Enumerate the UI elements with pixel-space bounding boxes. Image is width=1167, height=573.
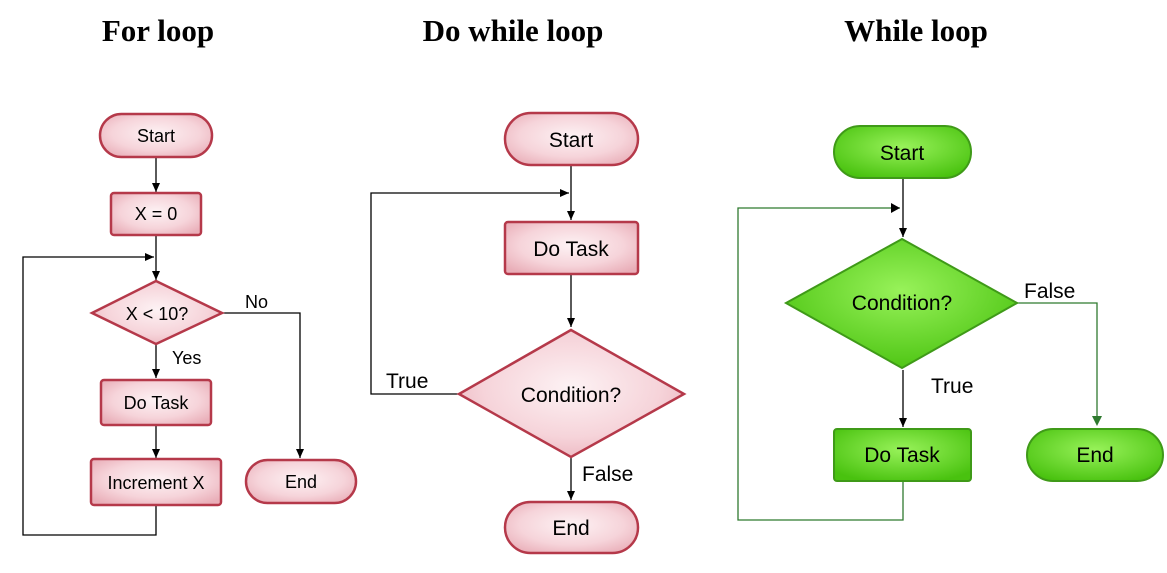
while-task-label: Do Task <box>864 444 940 467</box>
for-increment-label: Increment X <box>107 473 204 493</box>
for-condition-label: X < 10? <box>126 304 189 324</box>
while-edge-cond-end <box>1017 302 1098 424</box>
dowhile-start-node <box>503 111 640 167</box>
while-end-node <box>1026 428 1164 482</box>
while-start-node <box>833 125 972 179</box>
while-true-label: True <box>931 375 973 398</box>
while-start-label: Start <box>880 142 925 165</box>
for-edge-cond-end <box>222 312 304 458</box>
for-no-label: No <box>245 292 268 312</box>
for-start-node <box>98 112 214 159</box>
while-end-label: End <box>1076 444 1113 467</box>
for-loop-diagram: Start X = 0 X < 10? Do Task Increment X … <box>22 112 358 536</box>
title-do-while-loop: Do while loop <box>423 13 604 48</box>
while-loop-back-arrowhead <box>891 203 900 213</box>
dowhile-false-label: False <box>582 463 633 486</box>
for-edge-loop-back <box>22 253 157 536</box>
dowhile-condition-node <box>456 328 687 459</box>
for-end-label: End <box>285 472 317 492</box>
dowhile-start-label: Start <box>549 129 594 152</box>
while-condition-node <box>783 237 1020 370</box>
dowhile-edge-loop-back <box>370 189 569 395</box>
dowhile-end-label: End <box>552 517 589 540</box>
while-edge-loop-back <box>737 207 904 521</box>
for-init-label: X = 0 <box>135 204 178 224</box>
title-for-loop: For loop <box>102 13 214 48</box>
dowhile-task-node <box>503 220 640 276</box>
title-while-loop: While loop <box>844 13 988 48</box>
for-condition-node <box>89 279 225 346</box>
while-false-label: False <box>1024 280 1075 303</box>
for-start-label: Start <box>137 126 175 146</box>
for-task-label: Do Task <box>124 393 190 413</box>
for-end-node <box>244 458 358 505</box>
for-yes-label: Yes <box>172 348 201 368</box>
dowhile-task-label: Do Task <box>533 238 609 261</box>
dowhile-true-label: True <box>386 370 428 393</box>
while-task-node <box>833 428 972 482</box>
while-loop-diagram: Start Condition? Do Task End True False <box>737 125 1164 521</box>
while-condition-label: Condition? <box>852 292 952 315</box>
dowhile-condition-label: Condition? <box>521 384 621 407</box>
do-while-loop-diagram: Start Do Task Condition? End True False <box>370 111 687 555</box>
for-init-node <box>109 191 203 237</box>
for-increment-node <box>89 457 223 507</box>
while-end-arrowhead <box>1092 416 1102 426</box>
dowhile-end-node <box>503 500 640 555</box>
for-task-node <box>99 378 213 427</box>
